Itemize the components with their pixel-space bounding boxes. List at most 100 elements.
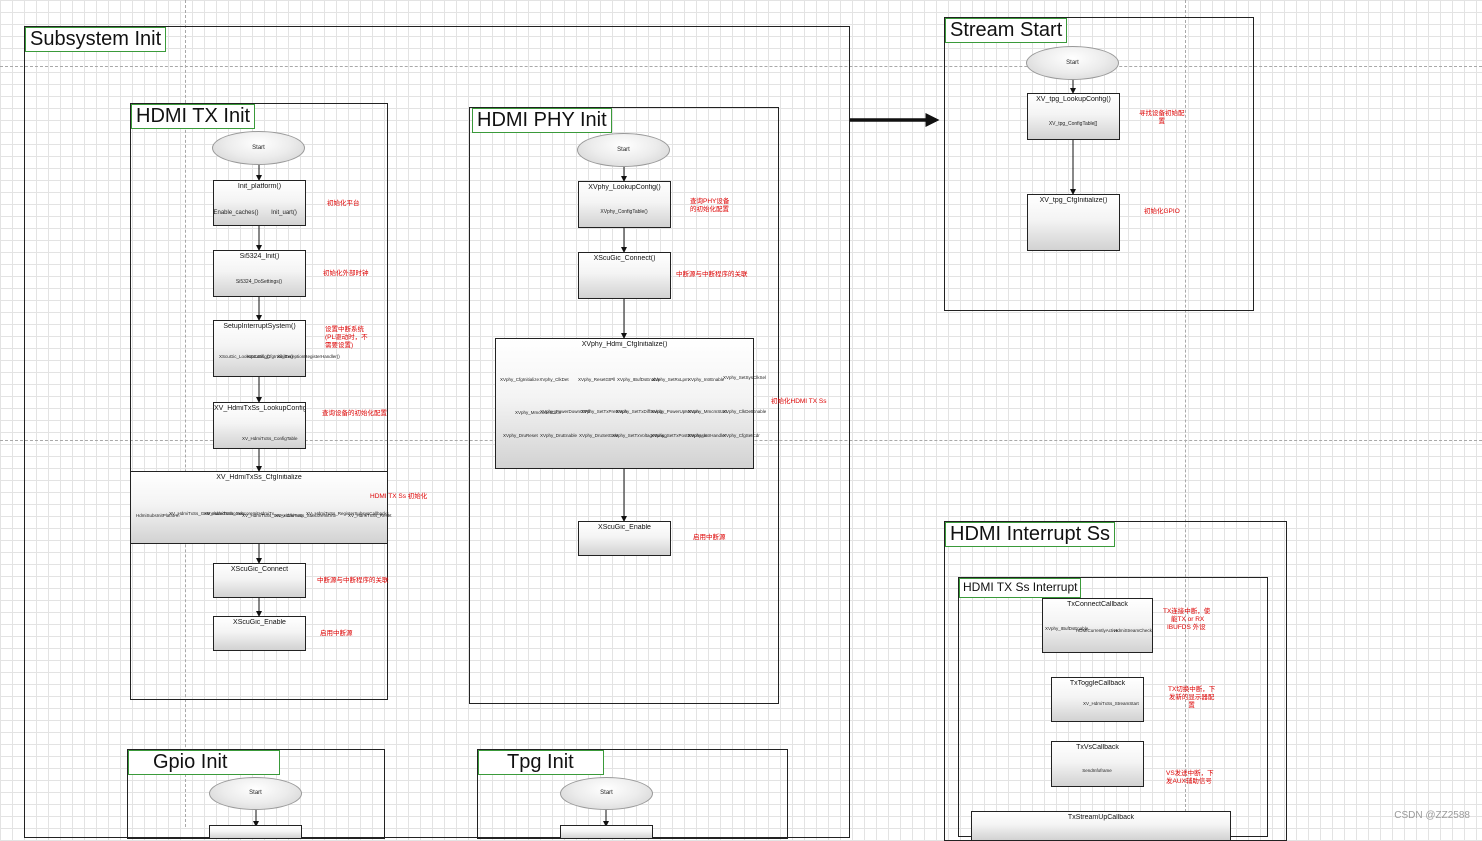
sub-call: XVphy_IBufDsEnable — [617, 377, 661, 382]
start-node[interactable]: Start — [577, 133, 670, 167]
node-tx-vs-callback[interactable]: TxVsCallback — [1051, 741, 1144, 787]
sub-call: XVphy_DruSetGain — [579, 433, 619, 438]
sub-call: XVphy_PowerDownGtPll — [540, 409, 590, 414]
sub-call: XV_HdmiTxSs_ConfigTable — [242, 436, 298, 441]
sub-call: XVphy_SetTxDiffSwing — [616, 409, 663, 414]
sub-call: XV_HdmiTxSs_SubcoreInitVtc — [275, 513, 336, 518]
sub-call: XScuGic_CfgInitialize() — [247, 354, 293, 359]
node-xscugic-connect-phy[interactable]: XScuGic_Connect() — [578, 252, 671, 299]
node-tx-toggle-callback[interactable]: TxToggleCallback — [1051, 677, 1144, 722]
sub-call: XV_tpg_ConfigTable[] — [1048, 121, 1098, 127]
start-node[interactable]: Start — [212, 131, 305, 165]
guide-line-vertical — [185, 0, 186, 827]
node-setup-interrupt-system[interactable]: SetupInterruptSystem() — [213, 320, 306, 377]
note: 启用中断源 — [693, 534, 726, 541]
note: HDMI TX Ss 初始化 — [370, 493, 428, 500]
start-node[interactable]: Start — [1026, 46, 1119, 80]
note: 初始化HDMI TX Ss — [771, 398, 827, 405]
node-title: XVphy_LookupConfig() — [588, 184, 661, 191]
node-tx-connect-callback[interactable]: TxConnectCallback — [1042, 598, 1153, 653]
node-xscugic-enable[interactable]: XScuGic_Enable — [213, 616, 306, 651]
note: 寻找设备初始配 置 — [1139, 110, 1185, 126]
frame-title: Tpg Init — [478, 750, 604, 775]
watermark: CSDN @ZZ2588 — [1394, 810, 1470, 821]
node-title: XV_tpg_LookupConfig() — [1036, 96, 1111, 103]
sub-call: Si5324_DoSettings() — [235, 279, 283, 285]
node-title: TxConnectCallback — [1067, 601, 1128, 608]
sub-call: XV_HdmiTxSs_SetAxiClkFreq — [242, 513, 303, 518]
sub-call: XVphy_MmcmStart — [688, 409, 727, 414]
node-hdmitxss-lookupconfig[interactable]: XV_HdmiTxSs_LookupConfig() — [213, 402, 306, 449]
start-node[interactable]: Start — [209, 777, 302, 810]
note: 设置中断系统 (PL驱动时，不 需要设置) — [325, 326, 368, 350]
sub-call: XVphy_IntrEnable — [688, 377, 725, 382]
sub-call: HdmiStreamCheck — [1114, 628, 1152, 633]
node-title: XV_tpg_CfgInitialize() — [1039, 197, 1108, 204]
node-xscugic-connect[interactable]: XScuGic_Connect — [213, 563, 306, 598]
node-title: TxVsCallback — [1076, 744, 1119, 751]
node-title: TxToggleCallback — [1069, 680, 1126, 687]
sub-call: XVphy_ResetGtPll — [578, 377, 616, 382]
sub-call: XVphy_MmcmSetClkIn — [515, 410, 562, 415]
note: VS发送中断，下 发AUX辅助信号 — [1166, 770, 1214, 786]
sub-call: XV_HdmiTxSs_SubcoreInitHdmiTx — [204, 511, 274, 516]
frame-title: Gpio Init — [128, 750, 280, 775]
guide-line-horizontal — [0, 66, 1482, 67]
node-title: XScuGic_Enable — [233, 619, 286, 626]
node-init-platform[interactable]: Init_platform() — [213, 180, 306, 226]
sub-call: XVphy_ConfigTable() — [600, 209, 648, 215]
frame-hdmi-interrupt-ss[interactable]: HDMI Interrupt Ss — [944, 521, 1287, 841]
frame-title: Subsystem Init — [25, 27, 167, 52]
node-xv-tpg-lookupconfig[interactable]: XV_tpg_LookupConfig() — [1027, 93, 1120, 140]
node-tpg-next[interactable] — [560, 825, 653, 839]
sub-call: XV_HdmiTxSs_Reset — [348, 513, 392, 518]
frame-title: HDMI Interrupt Ss — [945, 522, 1116, 547]
node-title: XVphy_Hdmi_CfgInitialize() — [581, 341, 668, 348]
sub-call: XVphy_DruEnable — [540, 433, 578, 438]
note: TX连接中断，使 能TX or RX IBUFDS 外设 — [1163, 608, 1211, 632]
sub-call: XVphy_ClkDetEnable — [723, 409, 767, 414]
start-node[interactable]: Start — [560, 777, 653, 810]
node-title: Init_platform() — [237, 183, 282, 190]
frame-hdmi-tx-init[interactable]: HDMI TX Init — [130, 103, 388, 700]
node-title: XScuGic_Enable — [598, 524, 651, 531]
frame-stream-start[interactable]: Stream Start — [944, 17, 1254, 311]
sub-call: XVphy_CfgSetCdr — [723, 433, 760, 438]
node-title: Si5324_Init() — [239, 253, 280, 260]
node-xvphy-hdmi-cfginitialize[interactable]: XVphy_Hdmi_CfgInitialize() — [495, 338, 754, 469]
note: 初始化平台 — [327, 200, 360, 207]
note: 中断源与中断程序的关联 — [317, 577, 389, 584]
sub-call: XV_HdmiTxSs_StreamStart — [1083, 701, 1139, 706]
frame-title: HDMI PHY Init — [472, 108, 612, 133]
node-si5324-init[interactable]: Si5324_Init() — [213, 250, 306, 297]
frame-title: HDMI TX Ss Interrupt — [959, 578, 1082, 598]
sub-call: XVphy_DruReset — [503, 433, 538, 438]
node-title: TxStreamUpCallback — [1067, 814, 1135, 821]
sub-call: XVphy_SetTxVoltageSwing — [612, 433, 667, 438]
sub-call: HdmiSubsInitPlatform — [136, 513, 180, 518]
sub-call: XV_HdmiTxSs_GetIncludedSubcores — [169, 511, 244, 516]
sub-call: XVphy_SetSysClkSel — [723, 375, 767, 380]
note: 查询PHY设备 的初始化配置 — [690, 198, 730, 214]
sub-call: XV_HdmiTxSs_RegisterSubsysCallbacks — [306, 511, 389, 516]
node-title: XV_HdmiTxSs_LookupConfig() — [214, 405, 305, 412]
node-xscugic-enable-phy[interactable]: XScuGic_Enable — [578, 521, 671, 556]
node-gpio-next[interactable] — [209, 825, 302, 839]
note: TX切换中断，下 发新的显示器配 置 — [1168, 686, 1216, 710]
sub-call: XVphy_CfgInitialize — [500, 377, 540, 382]
sub-call: XVphy_SetRxLpm — [652, 377, 689, 382]
node-hdmitxss-cfginitialize[interactable]: XV_HdmiTxSs_CfgInitialize — [130, 471, 388, 544]
node-title: XScuGic_Connect() — [593, 255, 656, 262]
node-xv-tpg-cfginitialize[interactable]: XV_tpg_CfgInitialize() — [1027, 194, 1120, 251]
frame-title: Stream Start — [945, 18, 1068, 43]
note: 初始化外部时钟 — [323, 270, 369, 277]
sub-call: XVphy_SetTxPostEmphasis — [651, 433, 708, 438]
sub-call: XVphy_ClkDet — [539, 377, 569, 382]
node-title: XScuGic_Connect — [230, 566, 289, 573]
frame-hdmi-phy-init[interactable]: HDMI PHY Init — [469, 107, 779, 704]
node-xvphy-lookupconfig[interactable]: XVphy_LookupConfig() — [578, 181, 671, 228]
sub-call: XVphy_SetTxPreEmph — [581, 409, 628, 414]
node-tx-stream-up-callback[interactable]: TxStreamUpCallback — [971, 811, 1231, 841]
sub-call: Init_uart() — [271, 210, 297, 216]
sub-call: Xil_ExceptionRegisterHandler() — [277, 354, 340, 359]
